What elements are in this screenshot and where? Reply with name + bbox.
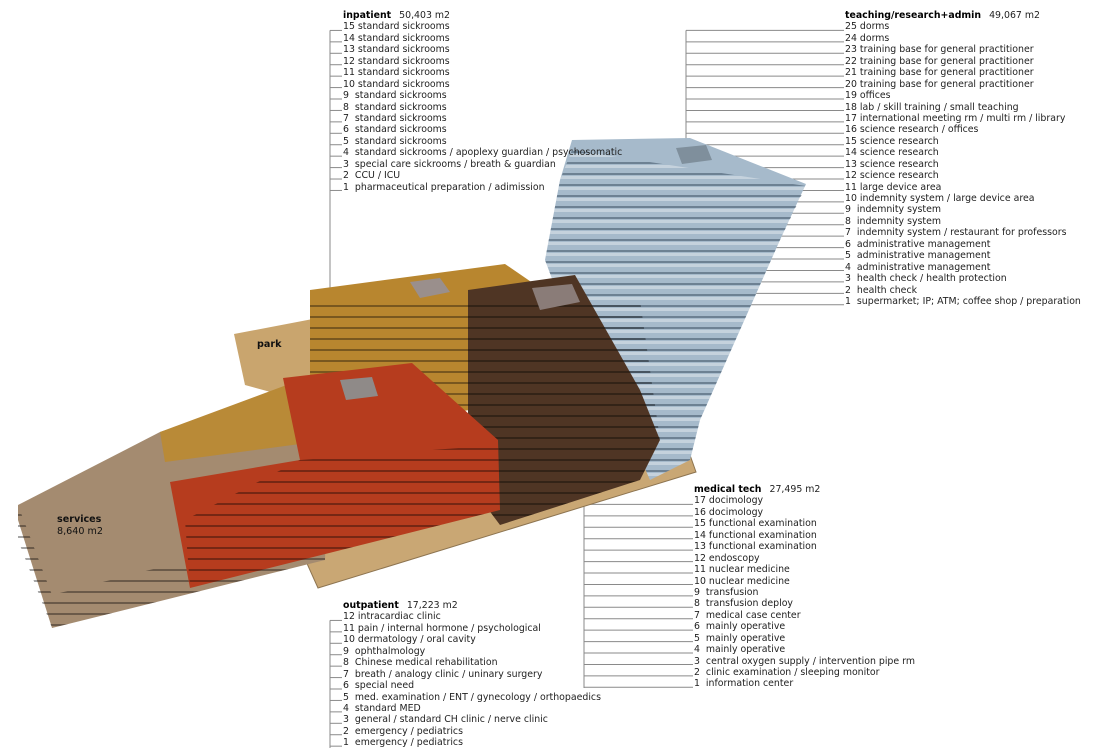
floor-item: 8 Chinese medical rehabilitation [343, 657, 498, 669]
floor-item: 14 functional examination [694, 529, 817, 541]
floor-item: 17 docimology [694, 495, 764, 507]
teaching-roof-box [676, 145, 712, 164]
group-name: outpatient [343, 600, 399, 611]
floor-item: 12 endoscopy [694, 552, 760, 564]
floor-item: 3 special care sickrooms / breath & guar… [343, 158, 556, 170]
floor-item: 6 mainly operative [694, 621, 786, 633]
floor-item: 16 docimology [694, 506, 764, 518]
floor-item: 15 functional examination [694, 518, 817, 530]
floor-item: 11 large device area [845, 181, 942, 193]
floor-item: 7 indemnity system / restaurant for prof… [845, 227, 1067, 239]
floor-item: 7 breath / analogy clinic / uninary surg… [343, 668, 543, 680]
floor-item: 6 administrative management [845, 238, 991, 250]
floor-item: 6 standard sickrooms [343, 124, 447, 136]
floor-item: 12 science research [845, 170, 939, 182]
floor-item: 23 training base for general practitione… [845, 44, 1034, 56]
teaching-tower-floors [545, 150, 806, 480]
floor-item: 5 med. examination / ENT / gynecology / … [343, 691, 601, 703]
floor-item: 1 emergency / pediatrics [343, 737, 463, 749]
outpatient-legend: outpatient 17,223 m2 12 intracardiac clin… [343, 600, 601, 749]
floor-item: 3 health check / health protection [845, 273, 1007, 285]
park-terrace [160, 380, 330, 462]
outpatient-floors [185, 445, 500, 588]
floor-item: 13 functional examination [694, 541, 817, 553]
floor-item: 8 transfusion deploy [694, 598, 793, 610]
floor-item: 18 lab / skill training / small teaching [845, 101, 1019, 113]
group-area: 49,067 m2 [989, 10, 1040, 21]
floor-item: 14 science research [845, 147, 939, 159]
floor-item: 9 indemnity system [845, 204, 941, 216]
floor-item: 2 health check [845, 284, 918, 296]
floor-item: 8 standard sickrooms [343, 101, 447, 113]
floor-item: 4 standard MED [343, 702, 421, 714]
floor-item: 1 information center [694, 678, 794, 690]
floor-item: 1 supermarket; IP; ATM; coffee shop / pr… [845, 295, 1081, 307]
floor-item: 2 CCU / ICU [343, 170, 401, 182]
floor-item: 20 training base for general practitione… [845, 78, 1034, 90]
floor-item: 4 administrative management [845, 261, 991, 273]
group-area: 27,495 m2 [769, 484, 821, 495]
floor-item: 4 standard sickrooms / apoplexy guardian… [343, 147, 623, 159]
services-label: services [57, 514, 102, 525]
floor-item: 11 standard sickrooms [343, 67, 450, 79]
medical-tech-roof-box [532, 284, 580, 310]
outpatient-roof-box [340, 377, 378, 400]
floor-item: 3 general / standard CH clinic / nerve c… [343, 714, 548, 726]
floor-item: 5 mainly operative [694, 632, 786, 644]
floor-item: 7 medical case center [694, 609, 801, 621]
floor-item: 9 transfusion [694, 586, 759, 598]
floor-item: 5 administrative management [845, 250, 991, 262]
floor-item: 17 international meeting rm / multi rm /… [845, 112, 1066, 124]
floor-item: 14 standard sickrooms [343, 32, 450, 44]
floor-item: 13 science research [845, 158, 939, 170]
floor-item: 22 training base for general practitione… [845, 55, 1034, 67]
inpatient-roof-box [410, 278, 450, 298]
floor-item: 5 standard sickrooms [343, 135, 447, 147]
floor-item: 11 nuclear medicine [694, 564, 790, 576]
floor-item: 10 dermatology / oral cavity [343, 634, 476, 646]
floor-item: 3 central oxygen supply / intervention p… [694, 655, 915, 667]
medical-tech-floors [468, 300, 660, 525]
group-area: 17,223 m2 [406, 600, 458, 611]
floor-item: 11 pain / internal hormone / psychologic… [343, 622, 541, 634]
floor-item: 2 clinic examination / sleeping monitor [694, 667, 880, 678]
floor-item: 19 offices [845, 90, 891, 102]
group-name: teaching/research+admin [845, 10, 982, 21]
floor-item: 16 science research / offices [845, 124, 979, 136]
inpatient-legend: inpatient 50,403 m2 15 standard sickrooms… [343, 10, 622, 193]
floor-item: 25 dorms [845, 21, 890, 33]
floor-item: 6 special need [343, 680, 415, 692]
floor-item: 12 standard sickrooms [343, 55, 450, 67]
floor-item: 9 ophthalmology [343, 645, 426, 657]
floor-item: 10 nuclear medicine [694, 575, 790, 587]
floor-item: 15 science research [845, 135, 939, 147]
teaching-legend: teaching/research+admin 49,067 m2 25 dorm… [845, 10, 1081, 307]
floor-item: 8 indemnity system [845, 215, 941, 227]
floor-item: 4 mainly operative [694, 644, 786, 656]
floor-item: 13 standard sickrooms [343, 44, 450, 56]
floor-item: 10 standard sickrooms [343, 78, 450, 90]
floor-item: 2 emergency / pediatrics [343, 725, 463, 737]
floor-item: 9 standard sickrooms [343, 90, 447, 102]
floor-item: 10 indemnity system / large device area [845, 193, 1035, 204]
floor-item: 12 intracardiac clinic [343, 611, 441, 623]
floor-item: 24 dorms [845, 32, 890, 44]
group-name: medical tech [694, 484, 762, 495]
services-area: 8,640 m2 [57, 526, 103, 537]
floor-item: 21 training base for general practitione… [845, 67, 1034, 79]
floor-item: 15 standard sickrooms [343, 21, 450, 33]
group-area: 50,403 m2 [399, 10, 451, 21]
group-name: inpatient [343, 10, 392, 21]
park-label: park [257, 339, 282, 350]
floor-item: 1 pharmaceutical preparation / adimissio… [343, 181, 545, 193]
floor-item: 7 standard sickrooms [343, 112, 447, 124]
services-block-floors [18, 505, 325, 628]
